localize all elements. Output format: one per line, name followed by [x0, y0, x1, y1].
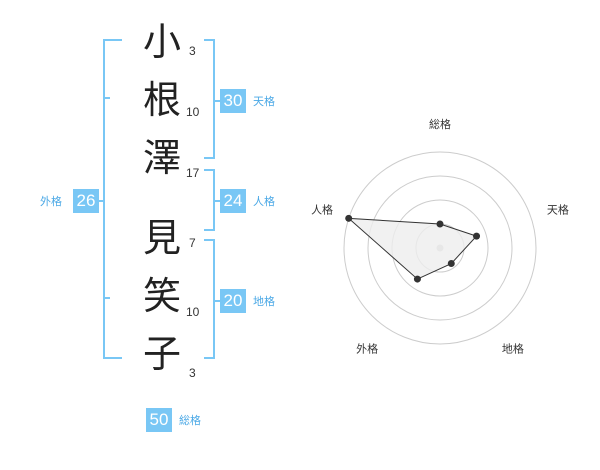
stroke-count-6: 3: [189, 366, 196, 380]
stroke-count-1: 3: [189, 44, 196, 58]
tenkaku-value-badge: 30: [220, 89, 246, 113]
radar-point-1: [436, 220, 444, 228]
jinkaku-value-badge: 24: [220, 189, 246, 213]
kanji-2: 根: [142, 78, 181, 122]
radar-point-2: [473, 232, 481, 240]
radar-axis-label: 地格: [502, 341, 524, 355]
tenkaku-bracket: [204, 39, 215, 159]
chikaku-value-badge: 20: [220, 289, 246, 313]
radar-ring: [367, 175, 513, 321]
radar-point-3: [447, 260, 455, 268]
radar-ring: [343, 151, 537, 345]
soukaku-label: 総格: [179, 414, 201, 427]
gaikaku-bracket: [103, 39, 122, 359]
chikaku-bracket: [204, 239, 215, 359]
stroke-count-4: 7: [189, 236, 196, 250]
kanji-6: 子: [142, 332, 181, 376]
gaikaku-value-badge: 26: [73, 189, 99, 213]
kanji-5: 笑: [142, 274, 181, 318]
tenkaku-label: 天格: [253, 95, 275, 108]
radar-axis-label: 外格: [356, 341, 378, 355]
chikaku-label: 地格: [253, 295, 275, 308]
radar-axis-label: 人格: [311, 203, 333, 217]
kanji-4: 見: [142, 216, 181, 260]
stroke-count-3: 17: [186, 166, 200, 180]
radar-axis-label: 総格: [429, 117, 451, 131]
radar-axis-label: 天格: [547, 203, 569, 217]
kanji-3: 澤: [142, 136, 181, 180]
jinkaku-bracket: [204, 169, 215, 231]
gaikaku-label: 外格: [40, 195, 62, 208]
radar-point-4: [413, 275, 421, 283]
kanji-1: 小: [142, 20, 181, 64]
stroke-count-2: 10: [186, 105, 200, 119]
jinkaku-label: 人格: [253, 195, 275, 208]
radar-point-5: [345, 214, 353, 222]
radar-area: [347, 217, 478, 280]
soukaku-value-badge: 50: [146, 408, 172, 432]
stroke-count-5: 10: [186, 305, 200, 319]
